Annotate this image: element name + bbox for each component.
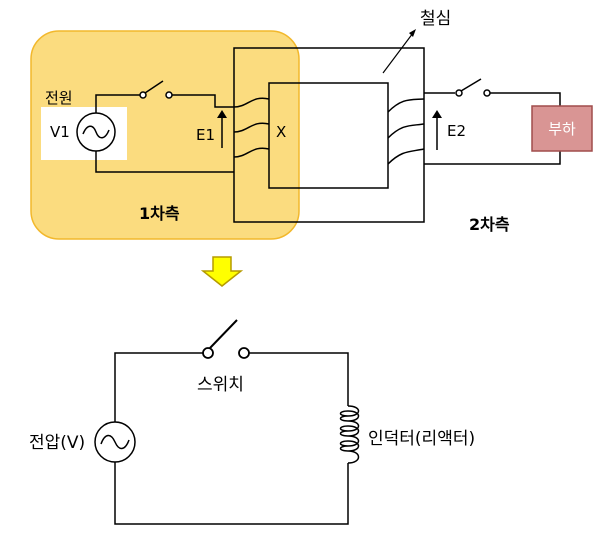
secondary-emf-label: E2 — [447, 122, 466, 140]
inductor-coil-icon — [339, 405, 360, 464]
load-label: 부하 — [548, 120, 576, 138]
secondary-switch-blade — [460, 78, 482, 92]
sine-wave-icon — [82, 125, 110, 139]
primary-top-wire-right — [172, 94, 234, 108]
secondary-bottom-wire — [424, 151, 561, 165]
primary-side-region — [30, 30, 300, 240]
bottom-circuit-wire — [114, 352, 203, 422]
load-box — [531, 105, 593, 152]
secondary-top-wire-right — [490, 92, 561, 106]
primary-switch-contact-right — [165, 91, 173, 99]
secondary-side-label: 2차측 — [469, 215, 510, 234]
primary-switch-contact-left — [139, 91, 147, 99]
down-arrow-icon — [200, 256, 244, 287]
voltage-label: 전압(V) — [29, 433, 85, 453]
primary-side-label: 1차측 — [139, 204, 180, 223]
secondary-switch-contact-right — [483, 89, 491, 97]
inductor-label: 인덕터(리액터) — [368, 429, 475, 449]
switch-label: 스위치 — [197, 375, 244, 395]
iron-core-inner — [268, 82, 389, 189]
source-name: V1 — [50, 123, 70, 141]
bottom-circuit-wire-right-upper — [249, 352, 349, 406]
switch-blade — [209, 319, 238, 349]
switch-contact-left — [202, 347, 214, 359]
secondary-switch-contact-left — [455, 89, 463, 97]
core-pointer-arrowhead — [409, 29, 416, 37]
primary-top-wire — [95, 94, 140, 113]
sine-wave-icon — [100, 434, 130, 450]
switch-contact-right — [238, 347, 250, 359]
primary-winding-label: X — [276, 123, 286, 141]
primary-emf-label: E1 — [196, 126, 215, 144]
iron-core-outer — [233, 47, 425, 223]
primary-winding-coil — [233, 97, 270, 158]
core-label: 철심 — [420, 9, 451, 29]
bottom-circuit-wire-left-lower — [114, 462, 349, 525]
source-label: 전원 — [45, 89, 73, 107]
primary-switch-blade — [144, 80, 164, 94]
e1-arrowhead — [217, 110, 227, 118]
primary-bottom-wire — [95, 151, 234, 173]
core-pointer-line — [382, 32, 414, 74]
e2-arrowhead — [432, 110, 442, 118]
secondary-winding-coil — [387, 98, 425, 165]
